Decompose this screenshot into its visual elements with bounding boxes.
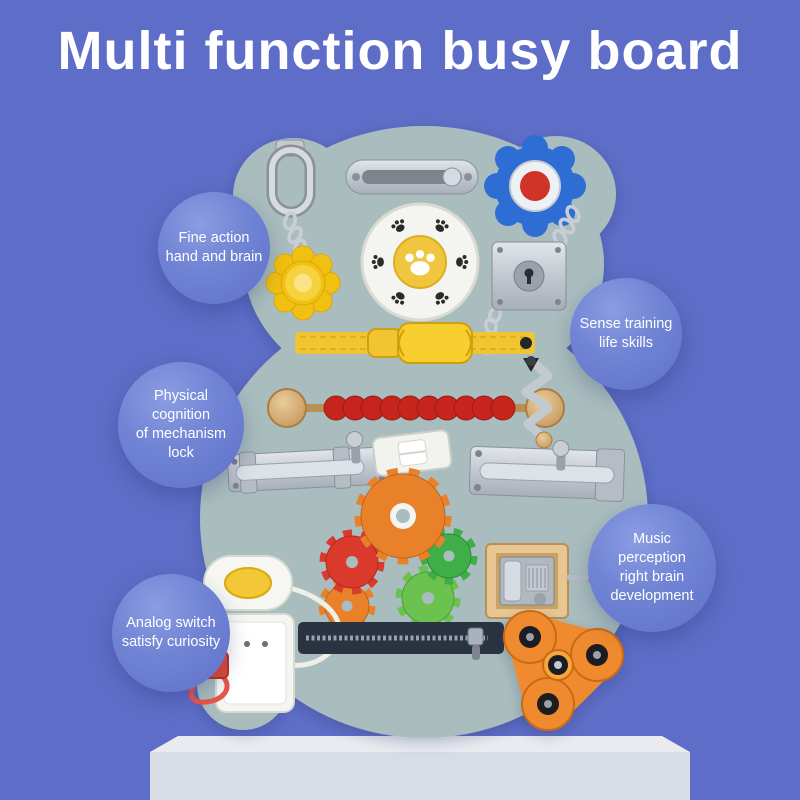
barrel-bolt-left-icon (226, 430, 390, 494)
callout-sense-training: Sense training life skills (570, 278, 682, 390)
callout-sense-training-text: Sense training life skills (579, 316, 673, 351)
lock-box-icon (491, 241, 567, 311)
power-socket-icon (188, 613, 295, 713)
callout-physical-cognition: Physical cognition of mechanism lock (118, 362, 244, 488)
slide-bolt-latch-icon (345, 159, 479, 195)
pedestal (150, 736, 690, 800)
callout-analog-switch: Analog switch satisfy curiosity (112, 574, 230, 692)
barrel-bolt-right-icon (468, 439, 626, 502)
fidget-spinner-icon (503, 610, 624, 731)
chain-icon (282, 204, 581, 335)
page-title: Multi function busy board (57, 21, 743, 81)
callout-music-perception: Music perception right brain development (588, 504, 716, 632)
callout-physical-cognition-text: Physical cognition of mechanism lock (135, 388, 227, 461)
callout-fine-action-text: Fine action hand and brain (165, 230, 263, 265)
paw-dial-icon (360, 202, 480, 322)
callout-fine-action: Fine action hand and brain (158, 192, 270, 304)
callout-analog-switch-text: Analog switch satisfy curiosity (121, 615, 221, 650)
zigzag-track-icon (521, 355, 553, 449)
zipper-icon (298, 622, 504, 660)
callout-music-perception-text: Music perception right brain development (610, 531, 694, 604)
flower-knob-icon (265, 245, 341, 321)
buckle-strap-icon (295, 322, 535, 364)
